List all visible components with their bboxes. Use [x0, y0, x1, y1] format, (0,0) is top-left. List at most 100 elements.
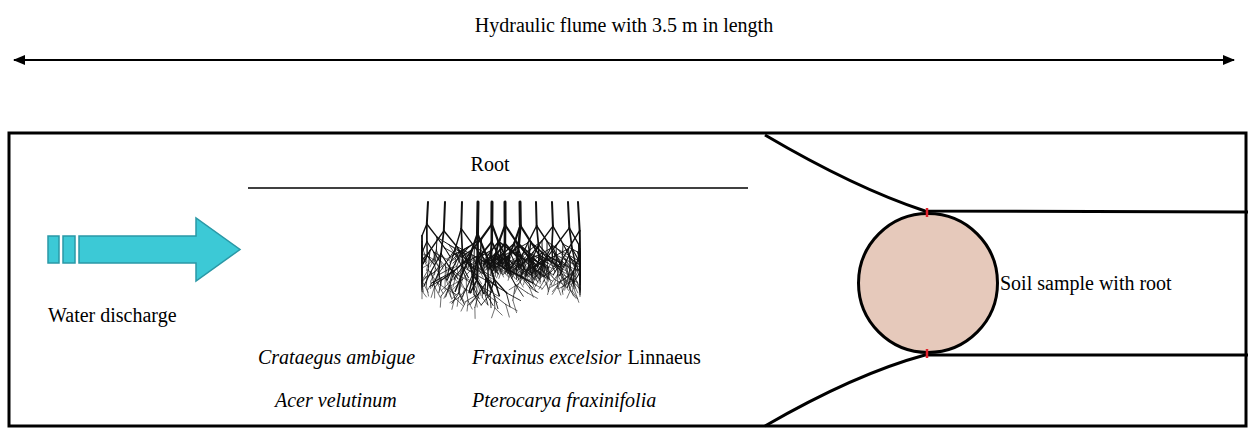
root-stroke: [444, 202, 445, 231]
root-stroke: [506, 263, 511, 270]
root-stroke: [541, 241, 542, 257]
root-stroke: [578, 202, 580, 231]
root-stroke: [439, 254, 441, 272]
root-stroke: [481, 224, 491, 239]
root-stroke: [457, 298, 458, 306]
flow-arrow: [48, 218, 240, 281]
root-stroke: [506, 293, 510, 307]
root-stroke: [552, 226, 553, 245]
root-stroke: [579, 254, 580, 272]
root-stroke: [556, 228, 569, 246]
species-name: Crataegus ambigue: [258, 346, 415, 369]
root-stroke: [457, 266, 458, 274]
root-stroke: [446, 250, 455, 264]
root-stroke: [568, 249, 570, 268]
root-stroke: [430, 258, 434, 260]
root-stroke: [486, 277, 493, 291]
sample-label: Soil sample with root: [1000, 272, 1172, 295]
root-stroke: [452, 293, 459, 303]
root-stroke: [513, 300, 517, 312]
flume-channel: [9, 133, 1246, 426]
root-stroke: [508, 272, 511, 280]
root-stroke: [489, 267, 491, 275]
root-stroke: [492, 224, 498, 241]
root-stroke: [542, 283, 547, 290]
root-stroke: [535, 202, 538, 226]
root-stroke: [492, 292, 499, 296]
root-stroke: [444, 231, 457, 247]
root-stroke: [579, 272, 580, 284]
root-stroke: [530, 266, 536, 273]
root-stroke: [495, 267, 497, 277]
root-stroke: [553, 226, 563, 244]
root-stroke: [515, 285, 527, 293]
root-stroke: [493, 256, 501, 265]
root-stroke: [440, 296, 442, 307]
root-stroke: [550, 282, 560, 288]
root-stroke: [544, 256, 555, 262]
root-stroke: [549, 278, 552, 286]
root-stroke: [459, 293, 465, 304]
root-stroke: [446, 285, 450, 297]
root-stroke: [422, 251, 430, 266]
root-stroke: [573, 273, 575, 289]
flume-contraction-top: [765, 135, 1248, 212]
length-dimension-arrow: [14, 59, 1234, 61]
root-stroke: [477, 255, 484, 259]
root-stroke: [560, 263, 562, 277]
root-stroke: [515, 285, 523, 297]
root-stroke: [450, 285, 455, 297]
root-stroke: [431, 254, 441, 272]
root-stroke: [553, 263, 560, 275]
root-stroke: [467, 301, 468, 311]
root-stroke: [460, 202, 463, 229]
root-stroke: [506, 304, 510, 317]
root-stroke: [522, 249, 531, 256]
root-stroke: [422, 265, 427, 268]
root-stroke: [422, 277, 426, 283]
root-stroke: [474, 295, 481, 305]
root-stroke: [573, 272, 580, 283]
root-stroke: [530, 286, 537, 292]
root-stroke: [427, 224, 437, 237]
root-stroke: [504, 202, 507, 225]
root-stroke: [493, 270, 500, 274]
root-stroke: [552, 286, 557, 294]
root-stroke: [434, 288, 435, 298]
root-stroke: [488, 262, 493, 268]
root-stroke: [541, 245, 556, 253]
circle-outline: [857, 212, 999, 354]
root-stroke: [538, 245, 540, 260]
root-stroke: [534, 269, 540, 273]
root-stroke: [574, 289, 579, 303]
root-stroke: [477, 279, 484, 293]
species-name: Acer velutinum: [275, 389, 397, 412]
species-authority: Linnaeus: [627, 346, 700, 369]
root-stroke: [490, 224, 493, 242]
root-stroke: [519, 202, 522, 226]
root-stroke: [532, 283, 542, 288]
root-stroke: [422, 242, 427, 253]
root-stroke: [472, 239, 481, 250]
root-stroke: [536, 262, 545, 267]
root-stroke: [455, 259, 456, 265]
soil-sample-circle: Soil sample with root: [857, 212, 999, 354]
root-stroke: [505, 225, 516, 241]
root-stroke: [466, 250, 473, 259]
root-stroke: [493, 256, 502, 261]
root-stroke: [485, 293, 488, 304]
root-stroke: [502, 251, 513, 257]
root-stroke: [474, 289, 479, 299]
root-stroke: [519, 259, 528, 264]
root-stroke: [498, 287, 508, 292]
root-stroke: [421, 266, 422, 278]
root-stroke: [509, 284, 518, 290]
group-heading: Root: [471, 153, 510, 176]
red-tick: [926, 349, 929, 358]
root-stroke: [572, 248, 576, 264]
root-stroke: [565, 264, 568, 275]
root-stroke: [513, 264, 514, 272]
root-stroke: [490, 202, 493, 224]
root-stroke: [422, 291, 423, 299]
root-stroke: [568, 202, 569, 228]
